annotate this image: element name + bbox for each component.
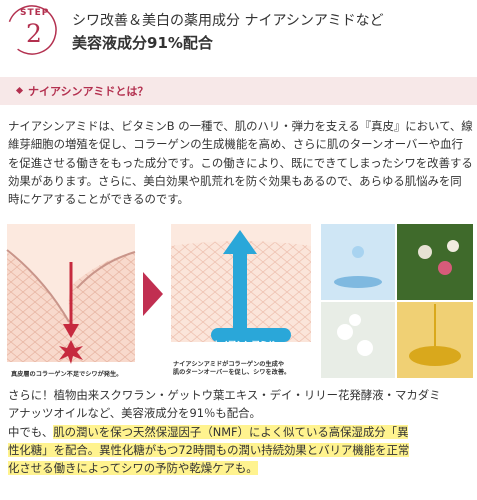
step-badge: [7, 5, 57, 55]
paragraph2-line-2: アナッツオイルなど、美容液成分を91％も配合。: [8, 406, 261, 421]
paragraph2-line-4: 性化糖」を配合。異性化糖がもつ72時間もの潤い持続効果とバリア機能を正常: [8, 441, 473, 459]
paragraph2-line-3-highlight: 肌の潤いを保つ天然保湿因子（NMF）によく似ている高保湿成分「異: [53, 424, 409, 439]
paragraph-ingredients: さらに！植物由来スクワラン・ゲットウ葉エキス・デイ・リリー花発酵液・マカダミ ア…: [8, 386, 473, 477]
caption-right-line-2: 肌のターンオーバーを促し、シワを改善。: [173, 369, 291, 376]
ingredient-photos: [321, 224, 473, 378]
paragraph-intro: ナイアシンアミドは、ビタミンB の一種で、肌のハリ・弾力を支える『真皮』において…: [8, 119, 473, 207]
skin-illustration: [6, 224, 473, 378]
caption-right: ナイアシンアミドがコラーゲンの生成や 肌のターンオーバーを促し、シワを改善。: [173, 361, 290, 377]
paragraph2-line-5-highlight: 化させる働きによってシワの予防や乾燥ケアも。: [8, 461, 258, 476]
caption-right-line-1: ナイアシンアミドがコラーゲンの生成や: [173, 361, 285, 368]
wrinkled-skin-diagram: [6, 224, 136, 364]
improved-skin-diagram: [171, 224, 311, 342]
header-line-2: 美容液成分91%配合: [72, 34, 213, 52]
paragraph2-line-3-plain: 中でも、: [8, 424, 54, 439]
paragraph2-line-4-highlight: 性化糖」を配合。異性化糖がもつ72時間もの潤い持続効果とバリア機能を正常: [8, 442, 410, 457]
paragraph2-line-5: 化させる働きによってシワの予防や乾燥ケアも。: [8, 459, 473, 477]
niacinamide-arrow-label: ナイアシンアミド: [212, 340, 276, 349]
question-title: ナイアシンアミドとは？: [28, 85, 149, 98]
paragraph2-line-3: 中でも、肌の潤いを保つ天然保湿因子（NMF）によく似ている高保湿成分「異: [8, 423, 473, 441]
caption-left: 真皮層のコラーゲン不足でシワが発生。: [11, 371, 123, 378]
right-arrow-icon: [143, 272, 163, 316]
paragraph2-line-1: さらに！植物由来スクワラン・ゲットウ葉エキス・デイ・リリー花発酵液・マカダミ: [8, 388, 441, 402]
question-band: [0, 77, 477, 105]
step-label: STEP: [20, 8, 50, 18]
header-line-1: シワ改善＆美白の薬用成分 ナイアシンアミドなど: [72, 13, 384, 29]
step-number: 2: [26, 19, 42, 48]
